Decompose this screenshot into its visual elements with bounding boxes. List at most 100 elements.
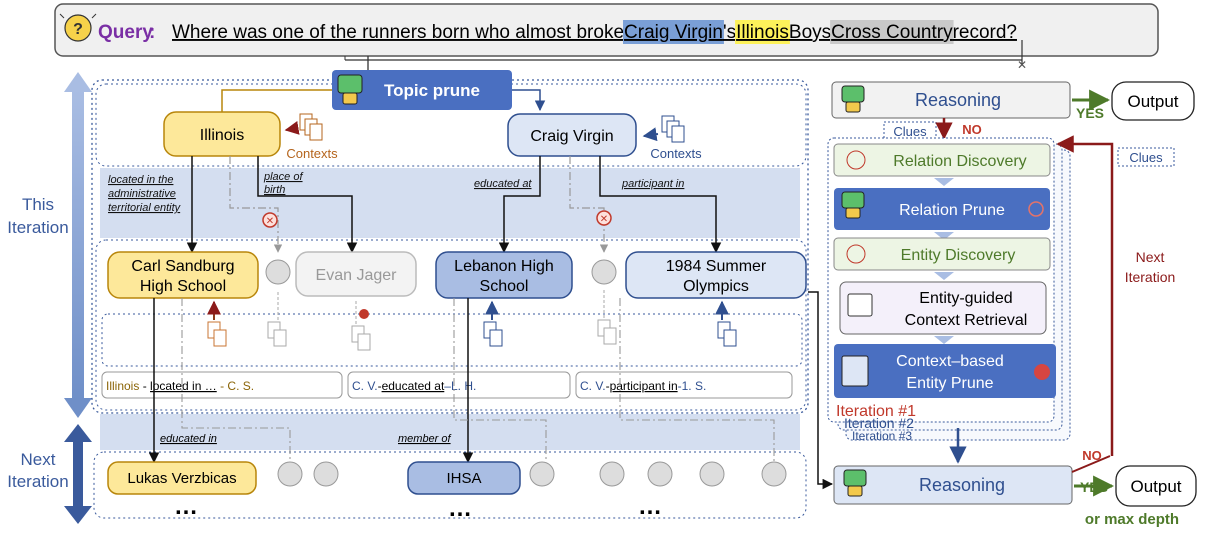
relation-band (100, 168, 800, 238)
reasoning-node-bottom: Reasoning (833, 465, 1073, 505)
graph-icon (846, 150, 866, 170)
query-part: Craig Virgin (624, 22, 723, 43)
next-iteration-loop-label-2: Iteration (1125, 269, 1176, 285)
relation-labels: located in the administrative territoria… (108, 171, 684, 214)
next-relation-band (100, 414, 800, 450)
query-highlight (735, 20, 790, 44)
relation-educated-in: educated in (160, 433, 217, 445)
llm-agent-icon (841, 85, 865, 103)
contexts-label-craig: Contexts (650, 146, 702, 161)
context-docs-gray (267, 290, 287, 347)
context-docs-carl (207, 300, 227, 347)
entity-1984-olympics: 1984 Summer Olympics (625, 251, 807, 299)
ellipsis: … (448, 495, 472, 522)
entity-ihsa: IHSA (407, 461, 521, 495)
relation-located-2: administrative (108, 188, 176, 200)
svg-text:Evan Jager: Evan Jager (316, 267, 398, 284)
svg-text:Illinois - located in … - C. S: Illinois - located in … - C. S. (106, 379, 254, 393)
relation-birth-1: place of (263, 171, 303, 183)
yes-label-top: YES (1076, 105, 1104, 121)
svg-text:Entity Prune: Entity Prune (906, 375, 993, 392)
svg-text:Craig Virgin: Craig Virgin (530, 128, 613, 145)
svg-text:Clues: Clues (893, 124, 927, 139)
topic-prune-label: Topic prune (384, 81, 480, 100)
svg-text:Context–based: Context–based (896, 353, 1004, 370)
pruned-entity-icon (359, 309, 369, 319)
context-docs-olympics (715, 300, 737, 347)
context-docs-evan (351, 300, 371, 351)
svg-text::: : (149, 22, 155, 43)
this-iteration-label-1: This (22, 195, 54, 214)
query-label: Query (98, 22, 153, 43)
down-arrow-icon (934, 272, 954, 280)
svg-text:Entity-guided: Entity-guided (919, 290, 1012, 307)
context-retrieval-step: Entity-guided Context Retrieval (839, 281, 1047, 335)
clues-tag-right (1117, 147, 1175, 167)
query-highlight (623, 20, 724, 44)
svg-text:Relation Discovery: Relation Discovery (893, 153, 1026, 170)
relation-located-3: territorial entity (108, 202, 182, 214)
context-band (101, 313, 803, 367)
output-node-top: Output (1111, 81, 1195, 121)
web-search-icon (847, 293, 873, 317)
ellipsis: … (174, 493, 198, 520)
svg-text:Olympics: Olympics (683, 278, 749, 295)
prune-icon (1028, 201, 1044, 217)
next-iteration-label-2: Iteration (7, 472, 68, 491)
relation-participant-in: participant in (621, 178, 684, 190)
contexts-label-illinois: Contexts (286, 146, 338, 161)
svg-text:Entity Discovery: Entity Discovery (901, 247, 1016, 264)
entity-lebanon-high: Lebanon High School (435, 251, 573, 299)
entity-carl-sandburg: Carl Sandburg High School (107, 251, 259, 299)
yes-label-bottom: YES (1080, 479, 1108, 495)
svg-text:Relation Prune: Relation Prune (899, 202, 1005, 219)
pruned-relation-icon: ✕ (596, 210, 612, 226)
relation-educated-at: educated at (474, 178, 532, 190)
max-depth-label: or max depth (1085, 511, 1179, 528)
llm-agent-icon (337, 74, 363, 94)
svg-text:C. V.-participant in-1. S.: C. V.-participant in-1. S. (580, 379, 706, 393)
query-part: Cross Country (831, 22, 953, 43)
query-text: Where was one of the runners born who al… (172, 20, 1017, 44)
context-docs-gray-2 (597, 290, 617, 345)
llm-agent-icon (843, 469, 867, 487)
triple-2: C. V.-educated at–L. H. (347, 371, 571, 399)
next-iteration-arrow (64, 424, 92, 524)
no-label-top: NO (962, 122, 982, 137)
svg-text:Clues: Clues (1129, 150, 1163, 165)
next-candidate-nodes (277, 461, 787, 487)
svg-text:✕: ✕ (266, 216, 274, 227)
svg-text:Reasoning: Reasoning (915, 90, 1001, 110)
iteration-1-label: Iteration #1 (836, 403, 916, 420)
entity-lukas-verzbicas: Lukas Verzbicas (107, 461, 257, 495)
relation-member-of: member of (398, 433, 452, 445)
svg-text:IHSA: IHSA (446, 470, 481, 487)
svg-text:1984 Summer: 1984 Summer (666, 258, 767, 275)
svg-text:Lukas Verzbicas: Lukas Verzbicas (127, 470, 236, 487)
query-part: record? (953, 22, 1017, 43)
this-iteration-label-2: Iteration (7, 218, 68, 237)
reasoning-node-top: Reasoning (831, 81, 1071, 119)
no-label-bottom: NO (1082, 448, 1102, 463)
relation-birth-2: birth (264, 184, 285, 196)
relation-prune-step: Relation Prune (834, 188, 1050, 230)
query-part: Illinois (736, 22, 789, 43)
entity-evan-jager: Evan Jager (295, 251, 417, 297)
query-part: Where was one of the runners born who al… (172, 22, 624, 43)
entity-prune-step: Context–based Entity Prune (834, 344, 1056, 398)
svg-text:Reasoning: Reasoning (919, 475, 1005, 495)
triple-3: C. V.-participant in-1. S. (575, 371, 793, 399)
svg-text:Context Retrieval: Context Retrieval (905, 312, 1028, 329)
topic-prune-node: Topic prune (332, 70, 512, 110)
iteration-2-label: Iteration #2 (844, 415, 914, 431)
query-part: Boys (789, 22, 831, 43)
lightbulb-icon: ? (59, 13, 97, 42)
query-highlight (830, 20, 954, 44)
svg-text:Carl Sandburg: Carl Sandburg (131, 258, 234, 275)
query-bar: ? Query : Where was one of the runners b… (54, 3, 1159, 57)
next-iteration-label-1: Next (21, 450, 56, 469)
pruned-relation-icon: ✕ (262, 212, 278, 228)
output-node-bottom: Output (1115, 465, 1197, 507)
svg-text:?: ? (73, 21, 83, 38)
